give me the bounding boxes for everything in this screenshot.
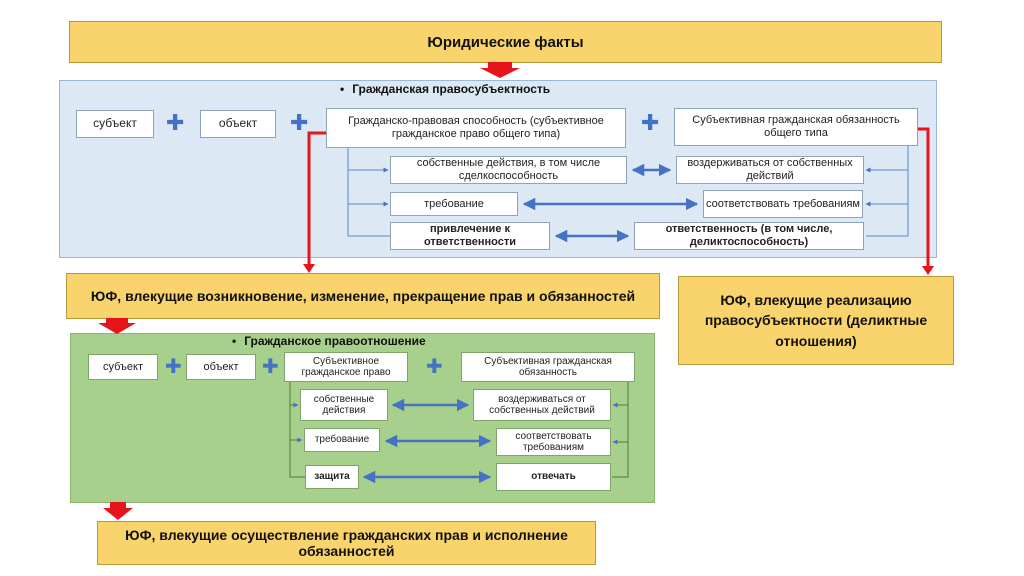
demand-box: требование: [390, 192, 518, 216]
red-arrowhead: [303, 264, 315, 273]
object-box: объект: [200, 110, 276, 138]
legal-capacity-box: Гражданско-правовая способность (субъект…: [326, 108, 626, 148]
plus-icon: ✚: [262, 354, 279, 378]
plus-icon: ✚: [426, 354, 443, 378]
own-actions-box-label: собственные действия, в том числе сделко…: [416, 157, 601, 182]
legal-facts-header: Юридические факты: [69, 21, 942, 63]
subject-box-label: субъект: [102, 360, 144, 373]
legal-facts-header-text: Юридические факты: [427, 33, 584, 51]
comply-box: соответствовать требованиям: [496, 428, 611, 456]
plus-icon: ✚: [290, 111, 309, 136]
bullet-icon: •: [340, 82, 345, 96]
legal-capacity-box-label: Гражданско-правовая способность (субъект…: [348, 115, 604, 140]
object-box-label: объект: [203, 360, 239, 373]
comply-box-label: соответствовать требованиям: [515, 430, 592, 454]
subject-box: субъект: [76, 110, 154, 138]
yf-realization-text: ЮФ, влекущие реализацию правосубъектност…: [704, 292, 928, 349]
object-box: объект: [186, 354, 256, 380]
yf-rights-box: ЮФ, влекущие возникновение, изменение, п…: [66, 273, 660, 319]
yf-exercise-text: ЮФ, влекущие осуществление гражданских п…: [125, 527, 568, 559]
subject-box-label: субъект: [93, 116, 137, 131]
plus-icon: ✚: [166, 111, 185, 136]
subjective-duty-box: Субъективная гражданская обязанность: [461, 352, 635, 382]
bracket-lines: [289, 382, 629, 478]
liability-prosecution-box-label: привлечение к ответственности: [423, 223, 517, 248]
legal-relationship-title-text: Гражданское правоотношение: [244, 334, 426, 348]
bracket-lines: [347, 146, 909, 237]
abstain-box-label: воздерживаться от собственных действий: [687, 157, 853, 182]
subjective-right-box-label: Субъективное гражданское право: [301, 355, 391, 379]
subjective-duty-box-label: Субъективная гражданская обязанность: [484, 355, 612, 379]
red-down-arrow: [480, 62, 520, 78]
comply-box-label: соответствовать требованиям: [706, 197, 860, 210]
subjective-right-box: Субъективное гражданское право: [284, 352, 408, 382]
demand-box: требование: [304, 428, 380, 452]
abstain-box: воздерживаться от собственных действий: [676, 156, 864, 184]
yf-exercise-box: ЮФ, влекущие осуществление гражданских п…: [97, 521, 596, 565]
subject-box: субъект: [88, 354, 158, 380]
general-duty-box-label: Субъективная гражданская обязанность общ…: [692, 114, 900, 139]
legal-personality-title-text: Гражданская правосубъектность: [352, 82, 551, 96]
demand-box-label: требование: [424, 197, 484, 210]
liability-box-label: ответственность (в том числе, деликтоспо…: [665, 223, 833, 248]
comply-box: соответствовать требованиям: [703, 190, 863, 218]
object-box-label: объект: [218, 116, 258, 131]
own-actions-box: собственные действия, в том числе сделко…: [390, 156, 627, 184]
protection-box-label: защита: [314, 471, 350, 483]
red-down-arrow: [103, 502, 133, 520]
own-actions-box-label: собственные действия: [313, 393, 375, 417]
own-actions-box: собственные действия: [300, 389, 388, 421]
demand-box-label: требование: [314, 434, 370, 446]
liability-box: ответственность (в том числе, деликтоспо…: [634, 222, 864, 250]
legal-personality-title: • Гражданская правосубъектность: [340, 81, 550, 97]
legal-relationship-title: • Гражданское правоотношение: [232, 333, 426, 349]
answer-box: отвечать: [496, 463, 611, 491]
red-arrowhead: [922, 266, 934, 275]
double-arrows: [522, 163, 699, 243]
liability-prosecution-box: привлечение к ответственности: [390, 222, 550, 250]
general-duty-box: Субъективная гражданская обязанность общ…: [674, 108, 918, 146]
red-connector: [307, 131, 326, 266]
answer-box-label: отвечать: [531, 471, 576, 483]
yf-rights-text: ЮФ, влекущие возникновение, изменение, п…: [90, 288, 636, 304]
bullet-icon: •: [232, 334, 237, 348]
abstain-box: воздерживаться от собственных действий: [473, 389, 611, 421]
plus-icon: ✚: [641, 111, 660, 136]
red-down-arrow: [98, 318, 136, 334]
protection-box: защита: [305, 465, 359, 489]
double-arrows: [362, 398, 492, 484]
yf-realization-box: ЮФ, влекущие реализацию правосубъектност…: [678, 276, 954, 365]
red-connector: [918, 127, 930, 268]
plus-icon: ✚: [165, 354, 182, 378]
abstain-box-label: воздерживаться от собственных действий: [489, 393, 595, 417]
